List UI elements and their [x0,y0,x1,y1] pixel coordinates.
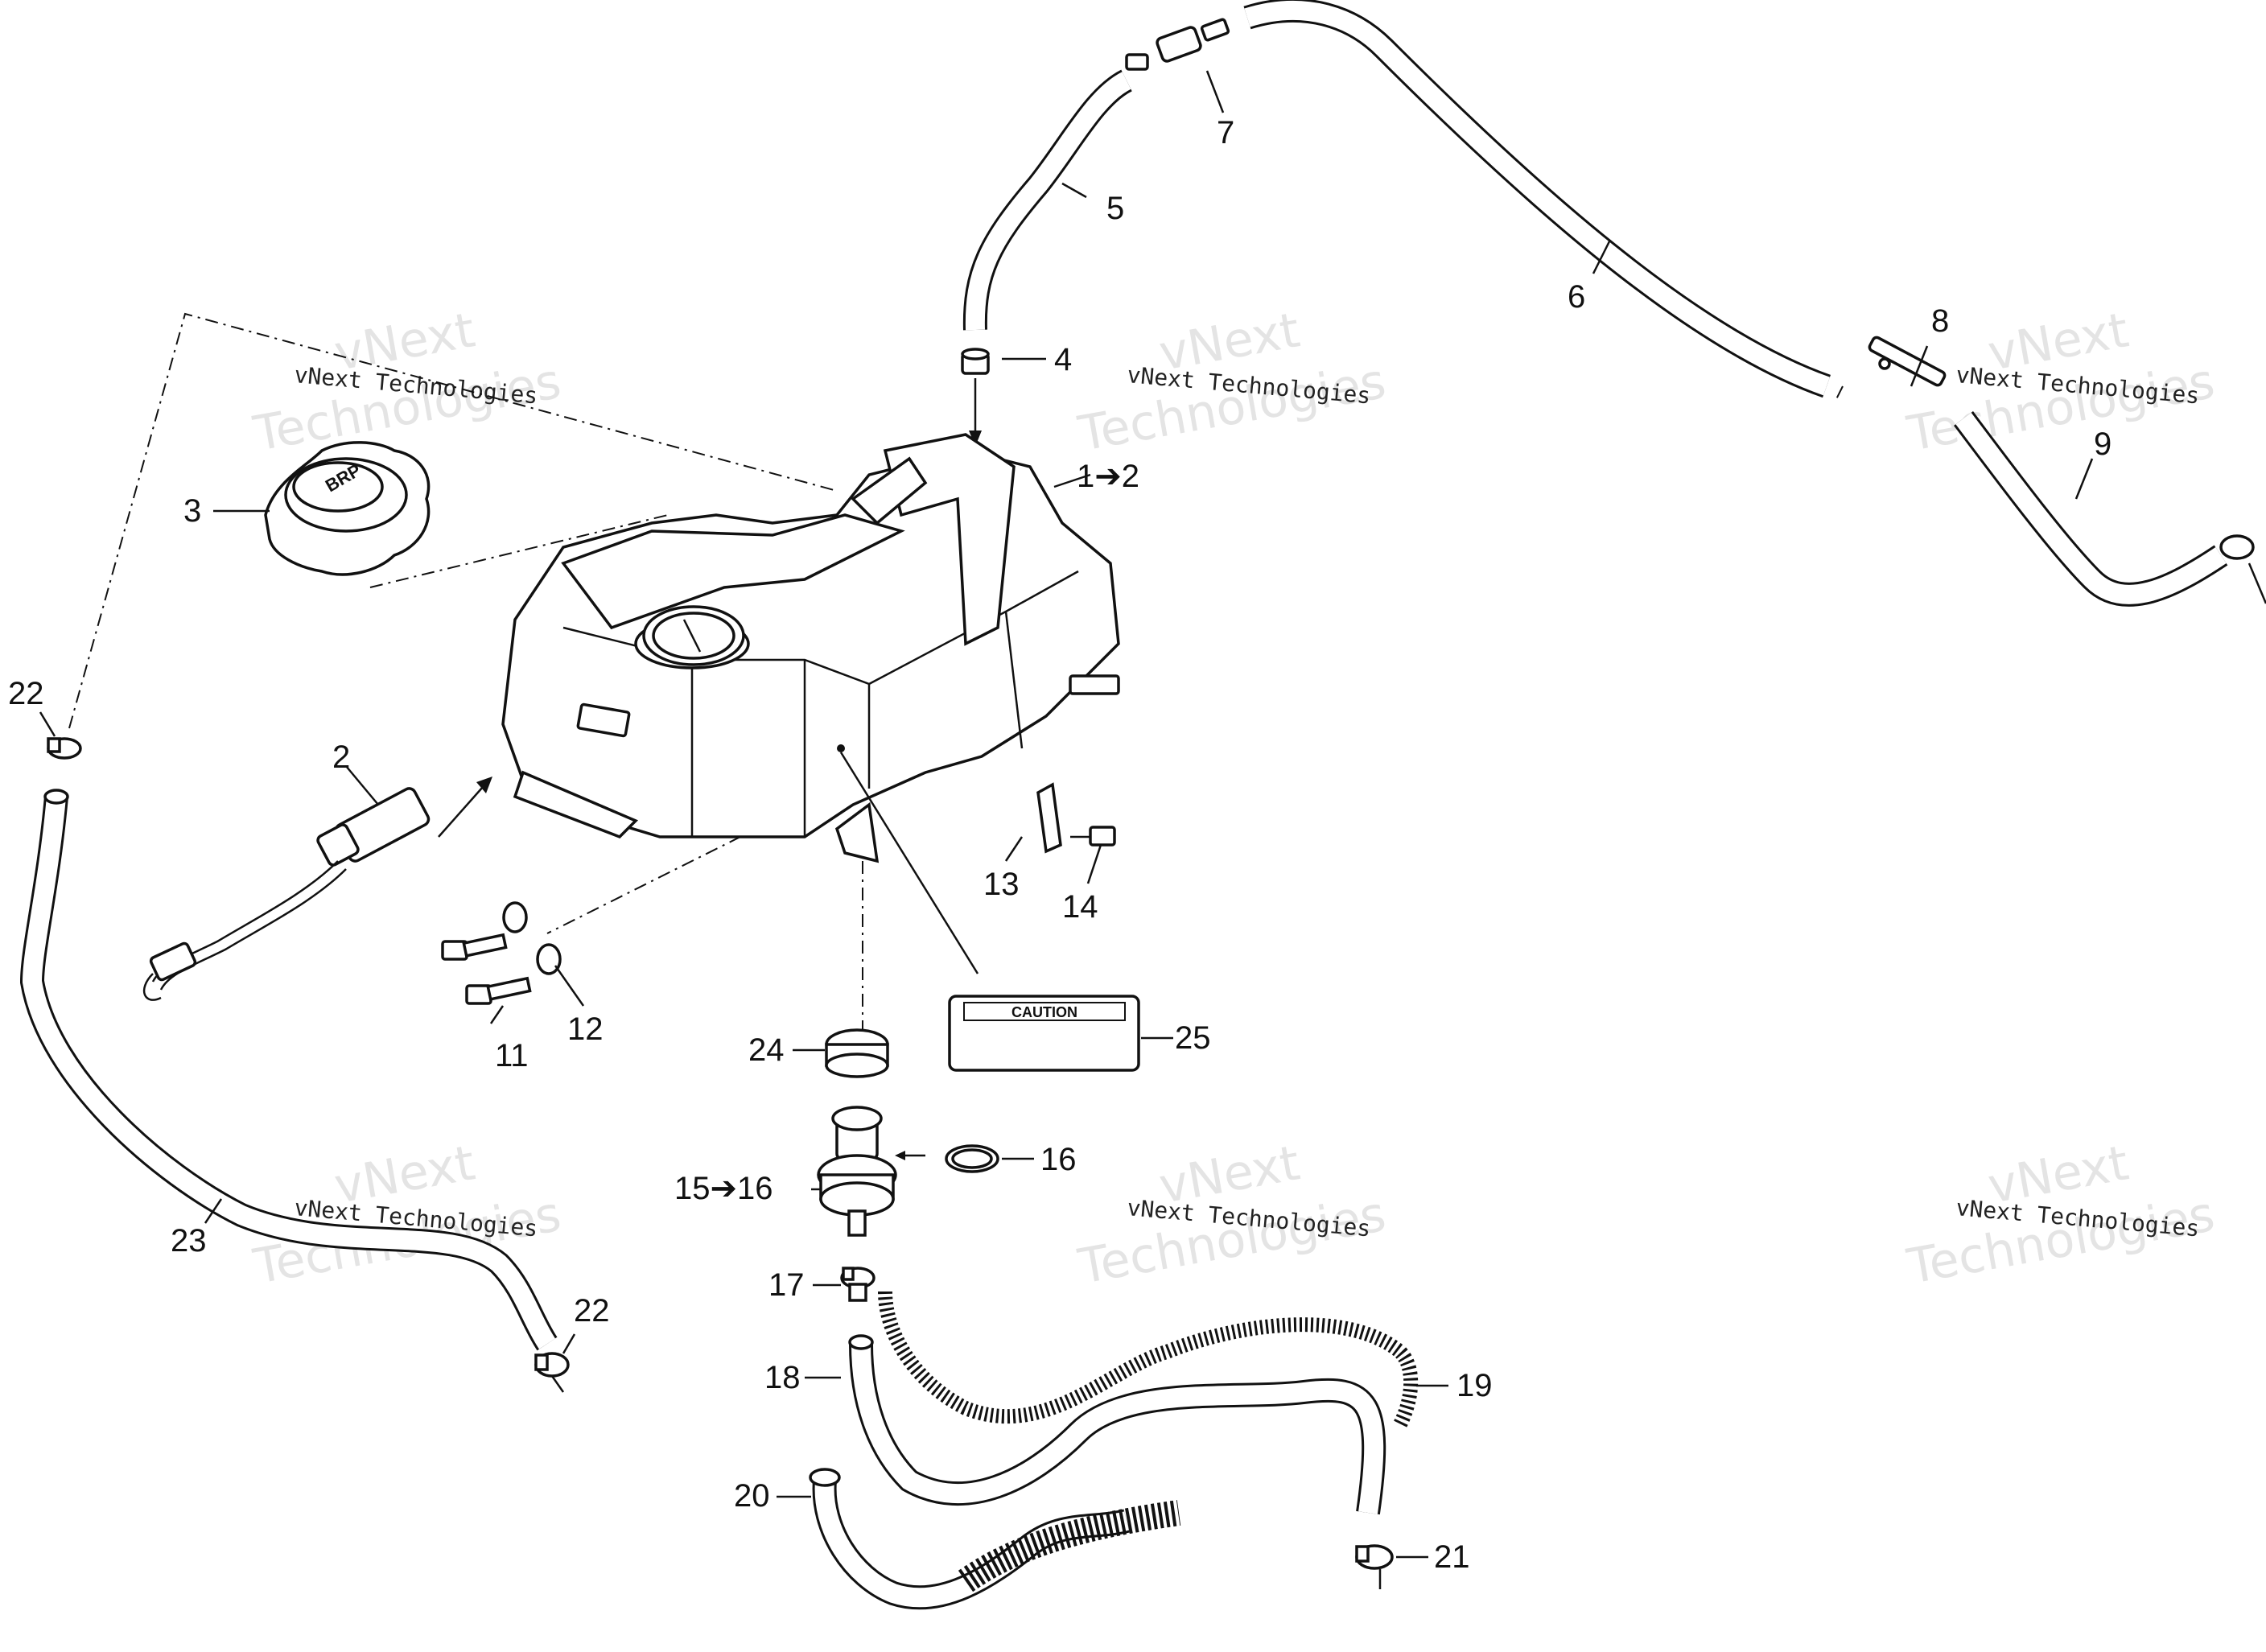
clamp-24 [825,1028,889,1078]
callout-2: 2 [332,739,350,775]
leader-23 [204,1198,223,1224]
valve-15 [817,1106,897,1237]
spring-19 [878,1291,1419,1428]
sensor-2 [143,787,431,1001]
callout-13: 13 [983,867,1020,902]
leader-11 [489,1005,505,1024]
arrow-head-15 [895,1151,905,1160]
callout-4: 4 [1054,342,1072,377]
arrow-head-2 [476,777,492,793]
assembly-line-hose6 [1834,385,1844,403]
o-ring-16 [945,1144,999,1173]
callout-19: 19 [1456,1368,1493,1403]
leader-5 [1061,182,1087,199]
clamp-17 [840,1267,876,1302]
bracket-13 [1004,782,1062,862]
fitting-8 [1868,336,1947,387]
assembly-lines [68,312,1844,1038]
watermark-6: Technologies vNext vNext Technologies [1902,1135,2219,1296]
watermark-5: Technologies vNext vNext Technologies [1073,1135,1390,1296]
hose-23 [19,789,558,1351]
leader-9 [2074,458,2094,500]
hose-6 [1243,0,1831,398]
callout-labels: 1➔2 2 3 4 5 6 7 8 9 11 12 13 14 15➔16 16… [8,115,2112,1575]
callout-22-bottom: 22 [574,1293,610,1329]
leader-22b [562,1333,576,1354]
callout-20: 20 [734,1478,770,1514]
leader-7 [1205,70,1225,113]
watermark-2: Technologies vNext vNext Technologies [1073,302,1390,463]
callout-11: 11 [495,1038,529,1073]
callout-17: 17 [768,1267,805,1303]
assembly-line-bolts-tank [546,812,789,934]
clamp-4 [961,348,990,375]
callout-6: 6 [1568,279,1585,315]
fitting-7 [1125,18,1230,71]
callout-8: 8 [1931,303,1949,339]
callout-5: 5 [1106,191,1124,226]
clamp-22-top [47,737,82,760]
washers-12 [502,901,562,975]
clamp-9-end [2219,534,2266,604]
leader-22a [39,711,56,737]
clamp-21 [1355,1544,1394,1589]
watermark-3: Technologies vNext vNext Technologies [1902,302,2219,463]
fuel-cap: BRP [264,441,431,576]
callout-14: 14 [1062,889,1098,925]
fuel-tank [501,433,1120,863]
callout-7: 7 [1217,115,1234,150]
bolts-11 [441,933,532,1005]
callout-9: 9 [2094,426,2112,462]
callout-24: 24 [748,1032,785,1068]
arrow-shaft-2 [438,786,484,838]
leader-6 [1592,241,1611,274]
callout-3: 3 [183,493,201,529]
callout-25: 25 [1175,1020,1211,1056]
callout-15-16: 15➔16 [674,1171,773,1206]
callout-16: 16 [1040,1142,1077,1177]
caution-decal: CAUTION [948,995,1140,1072]
assembly-line-hose23-tank [68,312,838,729]
caution-text: CAUTION [1011,1004,1077,1020]
leader-12 [554,965,585,1007]
leader-25-tank [839,752,979,974]
leader-2 [345,765,379,805]
callout-12: 12 [567,1011,604,1047]
watermark-1: Technologies vNext vNext Technologies [249,302,565,463]
clamp-22-bottom [534,1352,570,1393]
screw-14 [1070,826,1116,884]
leader-8 [1910,345,1929,387]
hose-18 [848,1334,1386,1515]
callout-1-2: 1➔2 [1077,459,1139,494]
callout-22-top: 22 [8,676,44,711]
leader-1-2 [1053,473,1091,488]
callout-18: 18 [764,1360,801,1395]
arrow-head-4 [969,431,982,447]
assembly-line-cap-tank [369,514,669,588]
hose-9 [1954,410,2228,607]
hose-5 [962,69,1133,331]
callout-21: 21 [1434,1539,1470,1575]
callout-23: 23 [171,1223,207,1259]
hose-20 [809,1468,1181,1610]
